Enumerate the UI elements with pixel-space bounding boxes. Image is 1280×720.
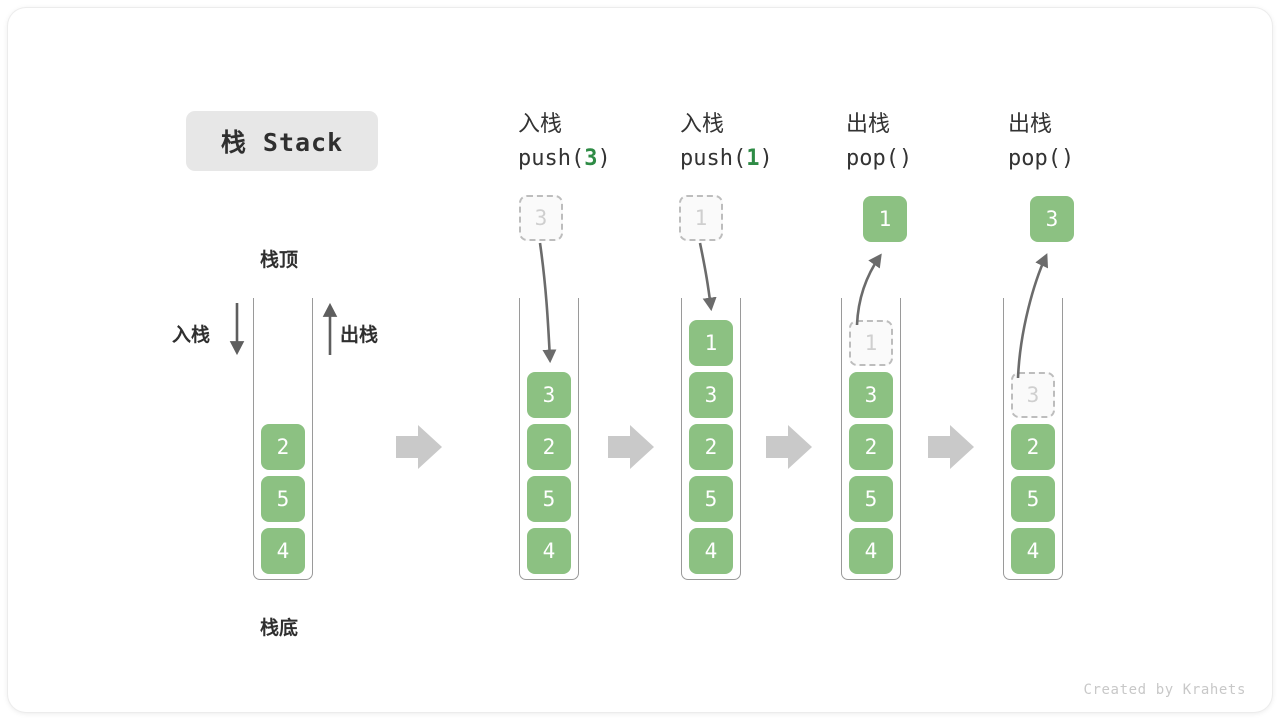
header-code-suffix: ) (759, 146, 773, 171)
stack-cell: 2 (849, 424, 893, 470)
stack-cell: 4 (849, 528, 893, 574)
header-cn-text: 入栈 (518, 111, 563, 136)
stack-cell: 4 (1011, 528, 1055, 574)
header-code-prefix: push( (680, 146, 747, 171)
stack-container-push-3 (519, 298, 579, 580)
stack-bottom-label: 栈底 (260, 618, 299, 639)
stack-top-label: 栈顶 (260, 250, 299, 271)
stack-cell: 3 (689, 372, 733, 418)
header-code-arg: 1 (746, 146, 760, 171)
header-code-prefix: pop( (1008, 146, 1061, 171)
stack-cell: 4 (261, 528, 305, 574)
stack-cell: 5 (689, 476, 733, 522)
header-cn-text: 入栈 (680, 111, 725, 136)
stack-container-pop-3 (1003, 298, 1063, 580)
stack-cell: 5 (849, 476, 893, 522)
column-header-push-1: 入栈 push(1) (680, 107, 773, 176)
stack-cell: 2 (1011, 424, 1055, 470)
stack-cell: 2 (261, 424, 305, 470)
stack-container-push-1 (681, 298, 741, 580)
header-code-suffix: ) (597, 146, 611, 171)
stack-cell: 5 (261, 476, 305, 522)
popped-cell: 1 (863, 196, 907, 242)
header-code-arg: 3 (584, 146, 598, 171)
vacated-ghost-cell: 3 (1011, 372, 1055, 418)
stack-cell: 3 (527, 372, 571, 418)
column-header-pop-1: 出栈 pop() (846, 107, 912, 176)
header-code-prefix: push( (518, 146, 585, 171)
column-header-push-3: 入栈 push(3) (518, 107, 611, 176)
credit-text: Created by Krahets (1083, 682, 1246, 698)
stack-container-initial (253, 298, 313, 580)
header-code-prefix: pop( (846, 146, 899, 171)
stack-cell: 2 (527, 424, 571, 470)
stack-cell: 4 (527, 528, 571, 574)
vacated-ghost-cell: 1 (849, 320, 893, 366)
stack-cell: 5 (1011, 476, 1055, 522)
stack-cell: 3 (849, 372, 893, 418)
stack-cell: 5 (527, 476, 571, 522)
popped-cell: 3 (1030, 196, 1074, 242)
stack-container-pop-1 (841, 298, 901, 580)
push-direction-label: 入栈 (172, 325, 211, 346)
header-cn-text: 出栈 (846, 111, 891, 136)
incoming-ghost-cell: 3 (519, 195, 563, 241)
page-title: 栈 Stack (186, 111, 378, 171)
stack-cell: 2 (689, 424, 733, 470)
stack-cell: 4 (689, 528, 733, 574)
pop-direction-label: 出栈 (340, 325, 379, 346)
stack-cell: 1 (689, 320, 733, 366)
header-code-suffix: ) (1060, 146, 1075, 171)
incoming-ghost-cell: 1 (679, 195, 723, 241)
column-header-pop-3: 出栈 pop() (1008, 107, 1074, 176)
header-cn-text: 出栈 (1008, 111, 1053, 136)
header-code-suffix: ) (898, 146, 913, 171)
